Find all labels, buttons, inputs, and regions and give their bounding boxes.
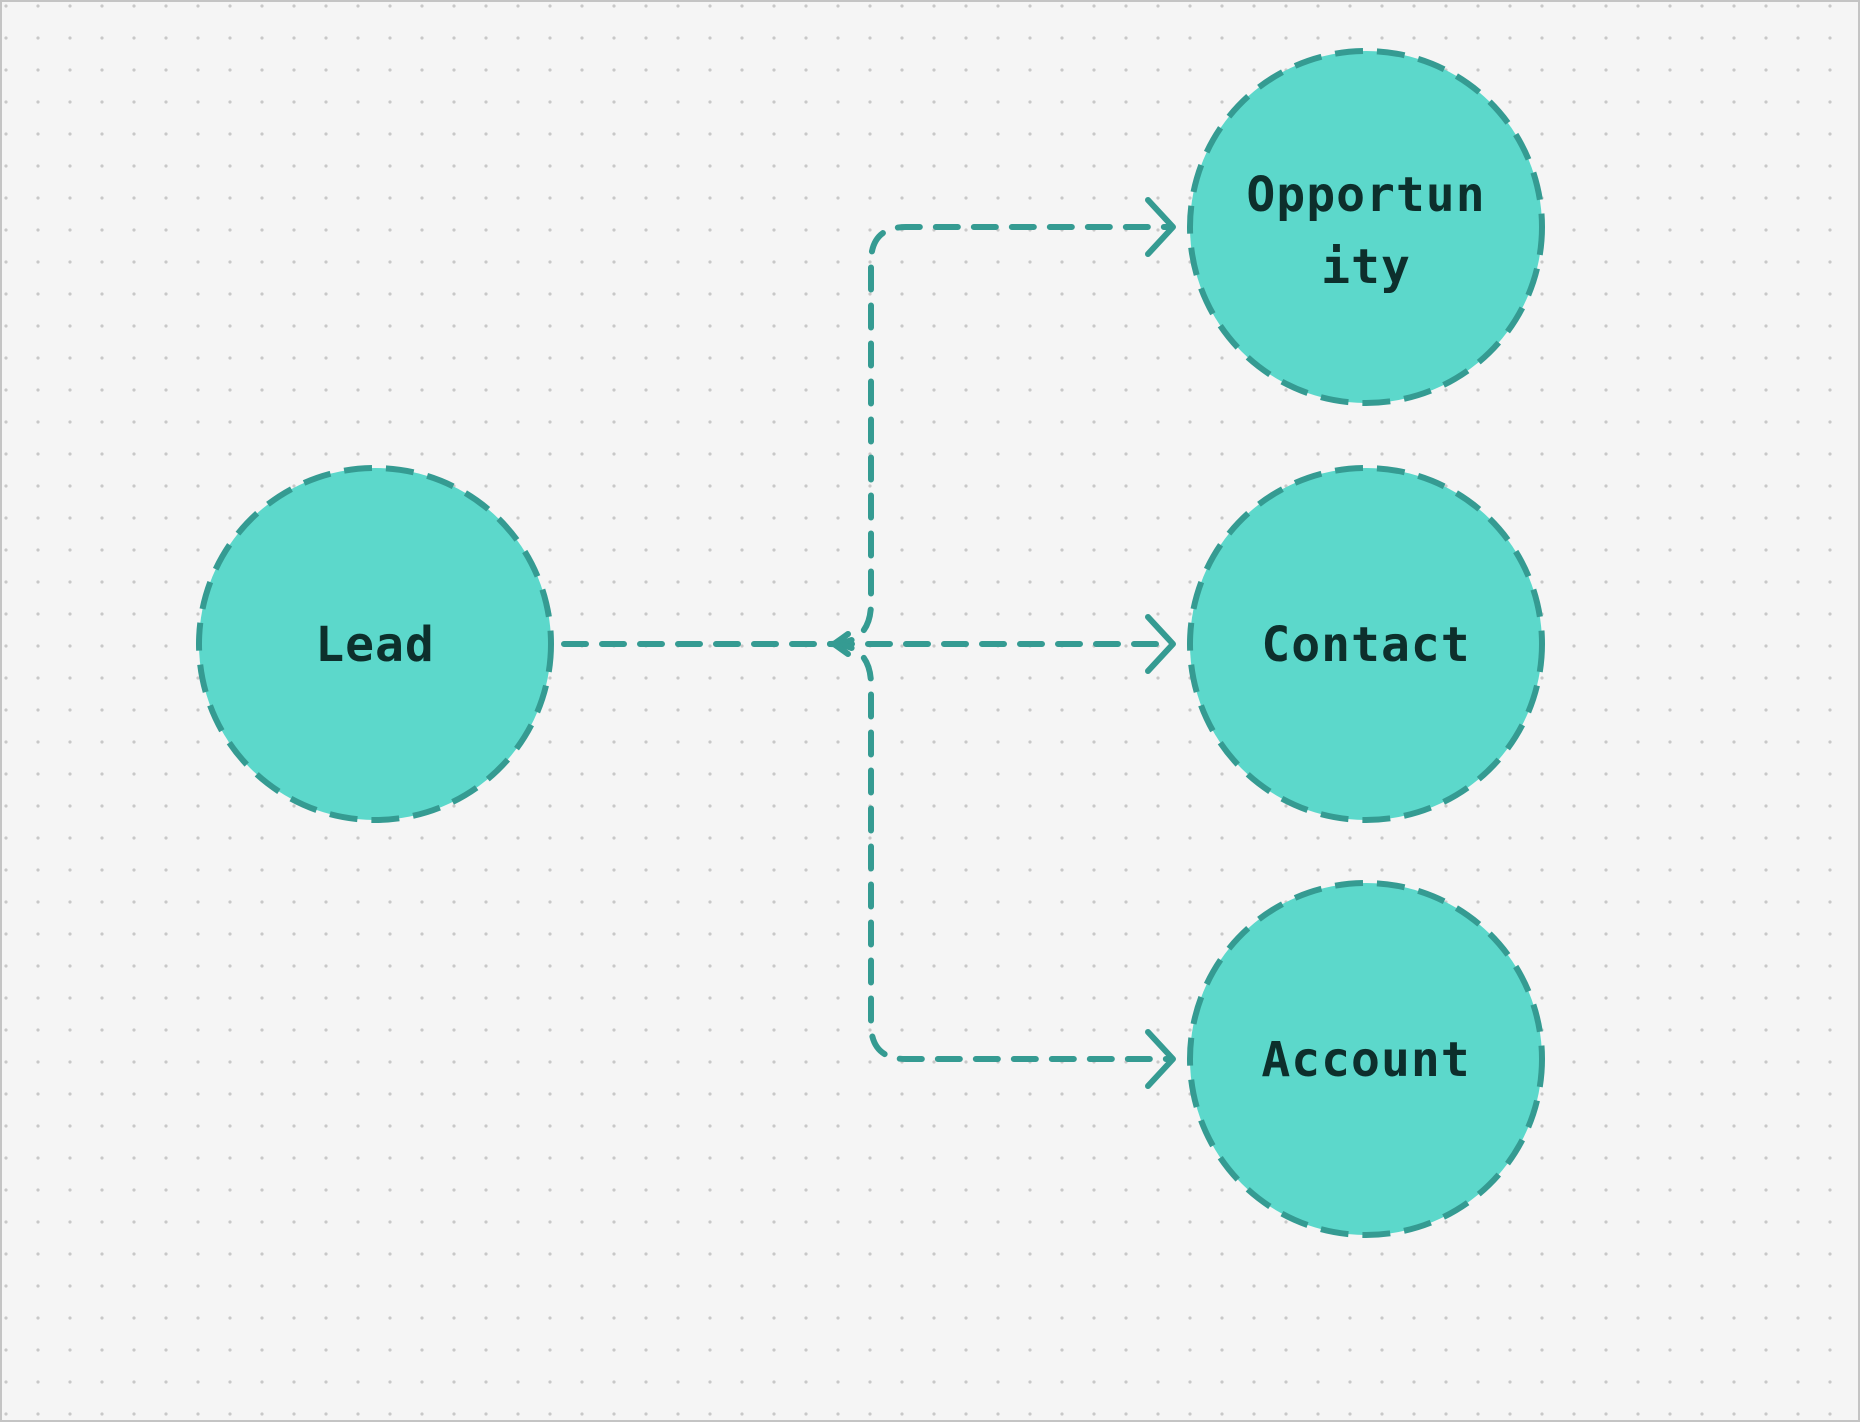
junction-chevron-icon — [831, 631, 851, 657]
arrow-head-opportunity — [1145, 197, 1176, 257]
node-opportunity[interactable]: Opportun ity — [1187, 48, 1545, 406]
node-lead[interactable]: Lead — [196, 465, 554, 823]
arrow-head-account — [1145, 1029, 1176, 1089]
edge-lead-to-account — [827, 641, 1175, 1062]
node-contact[interactable]: Contact — [1187, 465, 1545, 823]
edge-lead-to-opportunity — [827, 224, 1175, 647]
node-lead-label: Lead — [315, 617, 435, 673]
arrow-head-contact — [1145, 614, 1176, 674]
node-contact-label: Contact — [1261, 617, 1470, 673]
node-account[interactable]: Account — [1187, 880, 1545, 1238]
node-opportunity-label-line2: ity — [1321, 239, 1411, 295]
node-account-label: Account — [1261, 1032, 1470, 1088]
node-opportunity-label-line1: Opportun — [1246, 167, 1485, 223]
